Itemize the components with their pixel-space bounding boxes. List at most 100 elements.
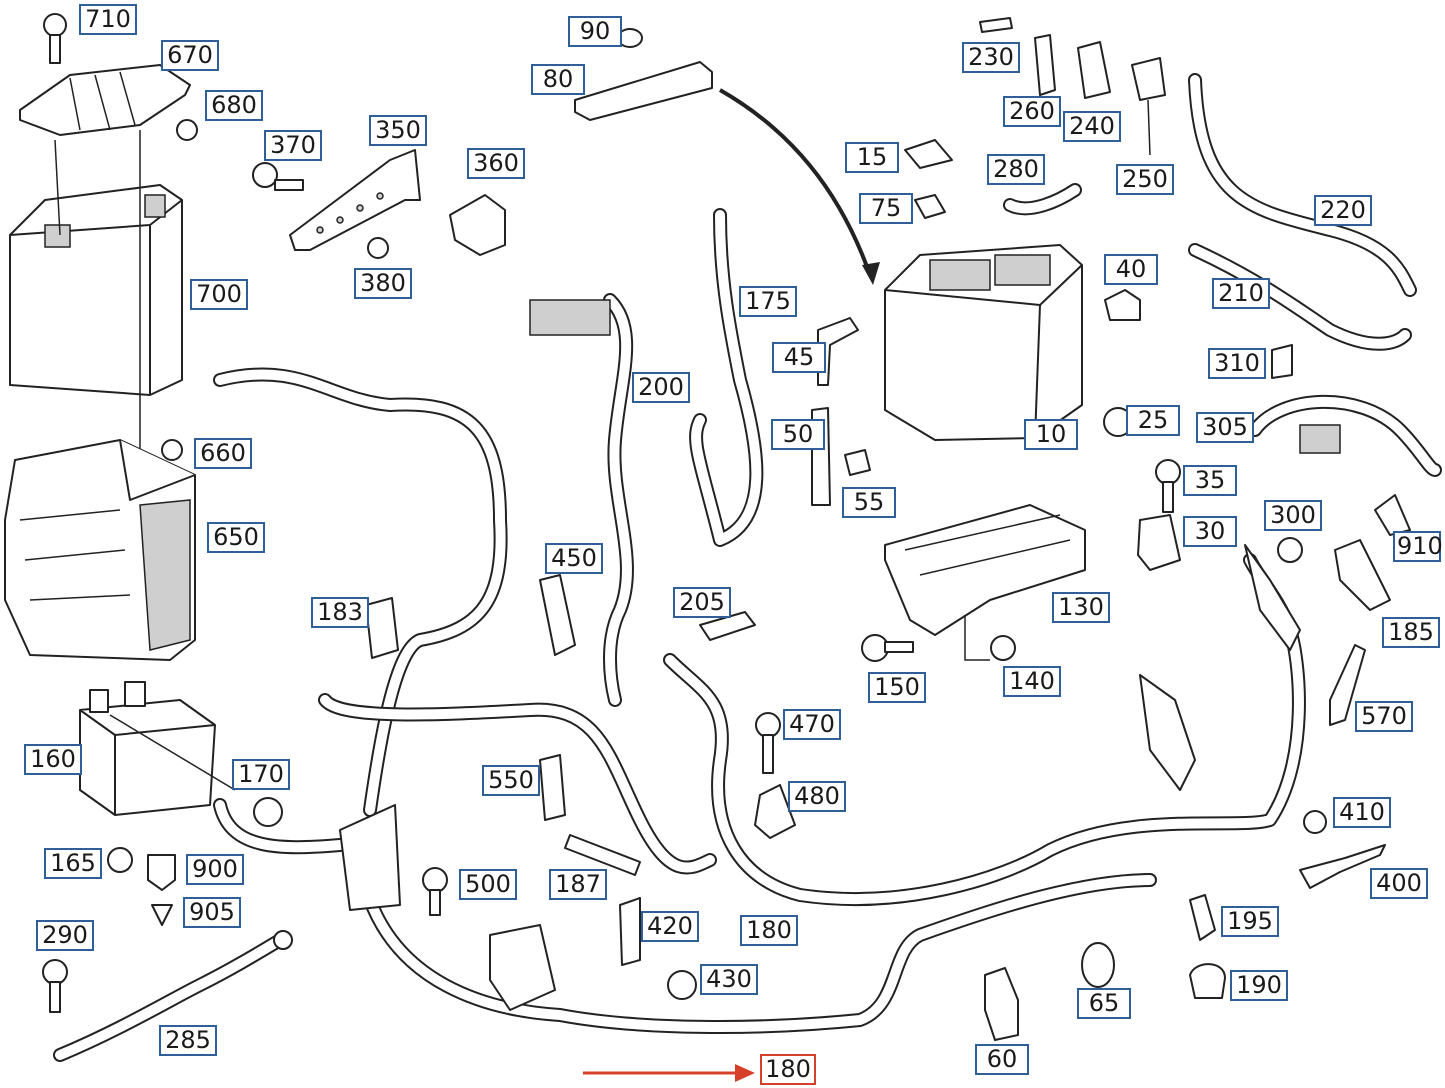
callout-380[interactable]: 380 — [354, 268, 412, 299]
callout-250[interactable]: 250 — [1116, 164, 1174, 195]
callout-180[interactable]: 180 — [740, 915, 798, 946]
callout-360[interactable]: 360 — [467, 148, 525, 179]
nut-680 — [176, 119, 198, 141]
bolt-470 — [755, 712, 781, 774]
callout-15[interactable]: 15 — [845, 142, 899, 173]
bracket-420 — [619, 897, 641, 966]
callout-350[interactable]: 350 — [369, 115, 427, 146]
callout-75[interactable]: 75 — [859, 193, 913, 224]
plug-40 — [1104, 289, 1141, 321]
callout-205[interactable]: 205 — [673, 587, 731, 618]
callout-220[interactable]: 220 — [1314, 195, 1372, 226]
callout-180-highlighted[interactable]: 180 — [760, 1054, 816, 1085]
callout-50[interactable]: 50 — [771, 419, 825, 450]
callout-470[interactable]: 470 — [783, 709, 841, 740]
callout-700[interactable]: 700 — [190, 279, 248, 310]
callout-165[interactable]: 165 — [44, 848, 102, 879]
callout-400[interactable]: 400 — [1370, 868, 1428, 899]
nut-430 — [667, 970, 697, 1000]
callout-65[interactable]: 65 — [1077, 988, 1131, 1019]
callout-150[interactable]: 150 — [868, 672, 926, 703]
plate-15 — [904, 139, 953, 169]
nut-410 — [1303, 810, 1327, 834]
callout-305[interactable]: 305 — [1196, 412, 1254, 443]
clip-195 — [1189, 894, 1216, 941]
callout-260[interactable]: 260 — [1003, 96, 1061, 127]
positive-cable-200 — [529, 293, 634, 707]
callout-430[interactable]: 430 — [700, 964, 758, 995]
callout-187[interactable]: 187 — [549, 869, 607, 900]
callout-710[interactable]: 710 — [79, 4, 137, 35]
callout-290[interactable]: 290 — [36, 920, 94, 951]
callout-480[interactable]: 480 — [788, 781, 846, 812]
callout-210[interactable]: 210 — [1212, 278, 1270, 309]
callout-90[interactable]: 90 — [568, 16, 622, 47]
callout-660[interactable]: 660 — [194, 438, 252, 469]
callout-200[interactable]: 200 — [632, 372, 690, 403]
bracket-550 — [539, 754, 566, 821]
callout-370[interactable]: 370 — [264, 130, 322, 161]
callout-310[interactable]: 310 — [1208, 348, 1266, 379]
bracket-350 — [289, 149, 421, 251]
callout-10[interactable]: 10 — [1024, 419, 1078, 450]
callout-550[interactable]: 550 — [482, 765, 540, 796]
connector-240 — [1077, 41, 1111, 99]
callout-910[interactable]: 910 — [1393, 531, 1443, 562]
callout-420[interactable]: 420 — [641, 911, 699, 942]
callout-230[interactable]: 230 — [962, 42, 1020, 73]
connector-260 — [1034, 34, 1056, 96]
bolt-710 — [43, 13, 67, 64]
callout-190[interactable]: 190 — [1230, 970, 1288, 1001]
callout-130[interactable]: 130 — [1052, 592, 1110, 623]
callout-410[interactable]: 410 — [1333, 797, 1391, 828]
clip-183 — [365, 597, 399, 659]
grommet-165 — [107, 847, 133, 873]
bolt-150 — [861, 634, 914, 662]
cover-80 — [574, 61, 713, 121]
callout-170[interactable]: 170 — [232, 759, 290, 790]
fuse-box-30 — [1137, 514, 1181, 571]
callout-240[interactable]: 240 — [1063, 111, 1121, 142]
bracket-400 — [1299, 844, 1386, 889]
main-battery-10 — [884, 244, 1083, 441]
bolt-290 — [42, 959, 68, 1013]
callout-30[interactable]: 30 — [1183, 516, 1237, 547]
callout-80[interactable]: 80 — [531, 64, 585, 95]
callout-175[interactable]: 175 — [739, 286, 797, 317]
callout-25[interactable]: 25 — [1126, 405, 1180, 436]
callout-905[interactable]: 905 — [183, 897, 241, 928]
callout-680[interactable]: 680 — [205, 90, 263, 121]
callout-35[interactable]: 35 — [1183, 465, 1237, 496]
callout-195[interactable]: 195 — [1221, 906, 1279, 937]
cable-175 — [689, 208, 764, 547]
battery-tray-130 — [884, 504, 1086, 636]
callout-570[interactable]: 570 — [1355, 701, 1413, 732]
callout-185[interactable]: 185 — [1382, 617, 1440, 648]
clamp-190 — [1189, 963, 1226, 999]
callout-55[interactable]: 55 — [842, 487, 896, 518]
callout-285[interactable]: 285 — [159, 1025, 217, 1056]
callout-45[interactable]: 45 — [772, 342, 826, 373]
callout-140[interactable]: 140 — [1003, 666, 1061, 697]
callout-280[interactable]: 280 — [987, 154, 1045, 185]
terminal-170 — [253, 797, 283, 827]
main-harness-180 — [213, 367, 1306, 1034]
callout-650[interactable]: 650 — [207, 522, 265, 553]
bolt-370 — [252, 162, 304, 191]
callout-670[interactable]: 670 — [161, 40, 219, 71]
callout-500[interactable]: 500 — [459, 869, 517, 900]
cover-910 — [1374, 494, 1411, 536]
callout-183[interactable]: 183 — [311, 597, 369, 628]
connector-250 — [1131, 57, 1166, 156]
callout-40[interactable]: 40 — [1104, 254, 1158, 285]
clip-905 — [151, 904, 173, 926]
callout-160[interactable]: 160 — [24, 744, 82, 775]
bolt-500 — [422, 867, 448, 916]
callout-900[interactable]: 900 — [186, 854, 244, 885]
callout-300[interactable]: 300 — [1264, 500, 1322, 531]
callout-60[interactable]: 60 — [975, 1044, 1029, 1075]
nut-660 — [161, 439, 183, 461]
callout-450[interactable]: 450 — [545, 543, 603, 574]
relay-160 — [79, 681, 236, 816]
